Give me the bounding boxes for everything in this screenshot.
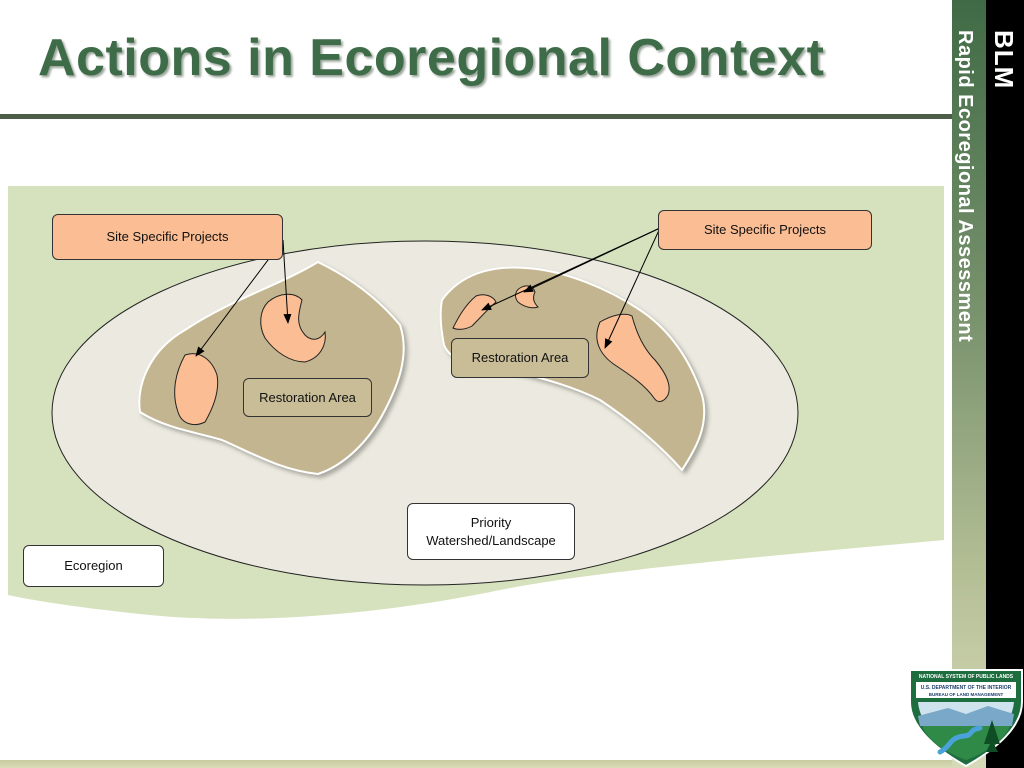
arrow-right-to-project-2 — [523, 227, 661, 293]
ecoregion-diagram — [8, 186, 944, 619]
arrow-right-to-project-3 — [604, 227, 661, 349]
site-specific-projects-left-label: Site Specific Projects — [52, 214, 283, 260]
logo-river — [937, 725, 983, 755]
priority-line-2: Watershed/Landscape — [426, 532, 556, 548]
priority-watershed-label: Priority Watershed/Landscape — [407, 503, 575, 560]
restoration-area-right-label: Restoration Area — [451, 338, 589, 378]
project-shape-left-1 — [174, 353, 219, 425]
blm-logo: NATIONAL SYSTEM OF PUBLIC LANDS U.S. DEP… — [909, 669, 1023, 768]
logo-tree — [984, 720, 1000, 752]
sidebar-subtitle: Rapid Ecoregional Assessment — [954, 30, 976, 343]
sidebar-brand: BLM — [989, 30, 1019, 90]
project-shape-right-3 — [596, 313, 670, 403]
arrow-left-to-project-2 — [282, 239, 292, 324]
project-shape-left-2 — [260, 293, 326, 363]
sidebar-gradient — [952, 0, 986, 768]
slide-title: Actions in Ecoregional Context — [38, 29, 825, 87]
sidebar-black-strip — [986, 0, 1024, 768]
ecoregion-label: Ecoregion — [23, 545, 164, 587]
bottom-rule — [0, 760, 952, 768]
logo-line-2: U.S. DEPARTMENT OF THE INTERIOR — [921, 685, 1012, 691]
restoration-area-left-label: Restoration Area — [243, 378, 372, 417]
priority-line-1: Priority — [470, 514, 512, 530]
logo-line-1: NATIONAL SYSTEM OF PUBLIC LANDS — [919, 674, 1014, 680]
site-specific-projects-right-label: Site Specific Projects — [658, 210, 872, 250]
title-divider — [0, 114, 952, 119]
logo-line-3: BUREAU OF LAND MANAGEMENT — [929, 692, 1004, 697]
